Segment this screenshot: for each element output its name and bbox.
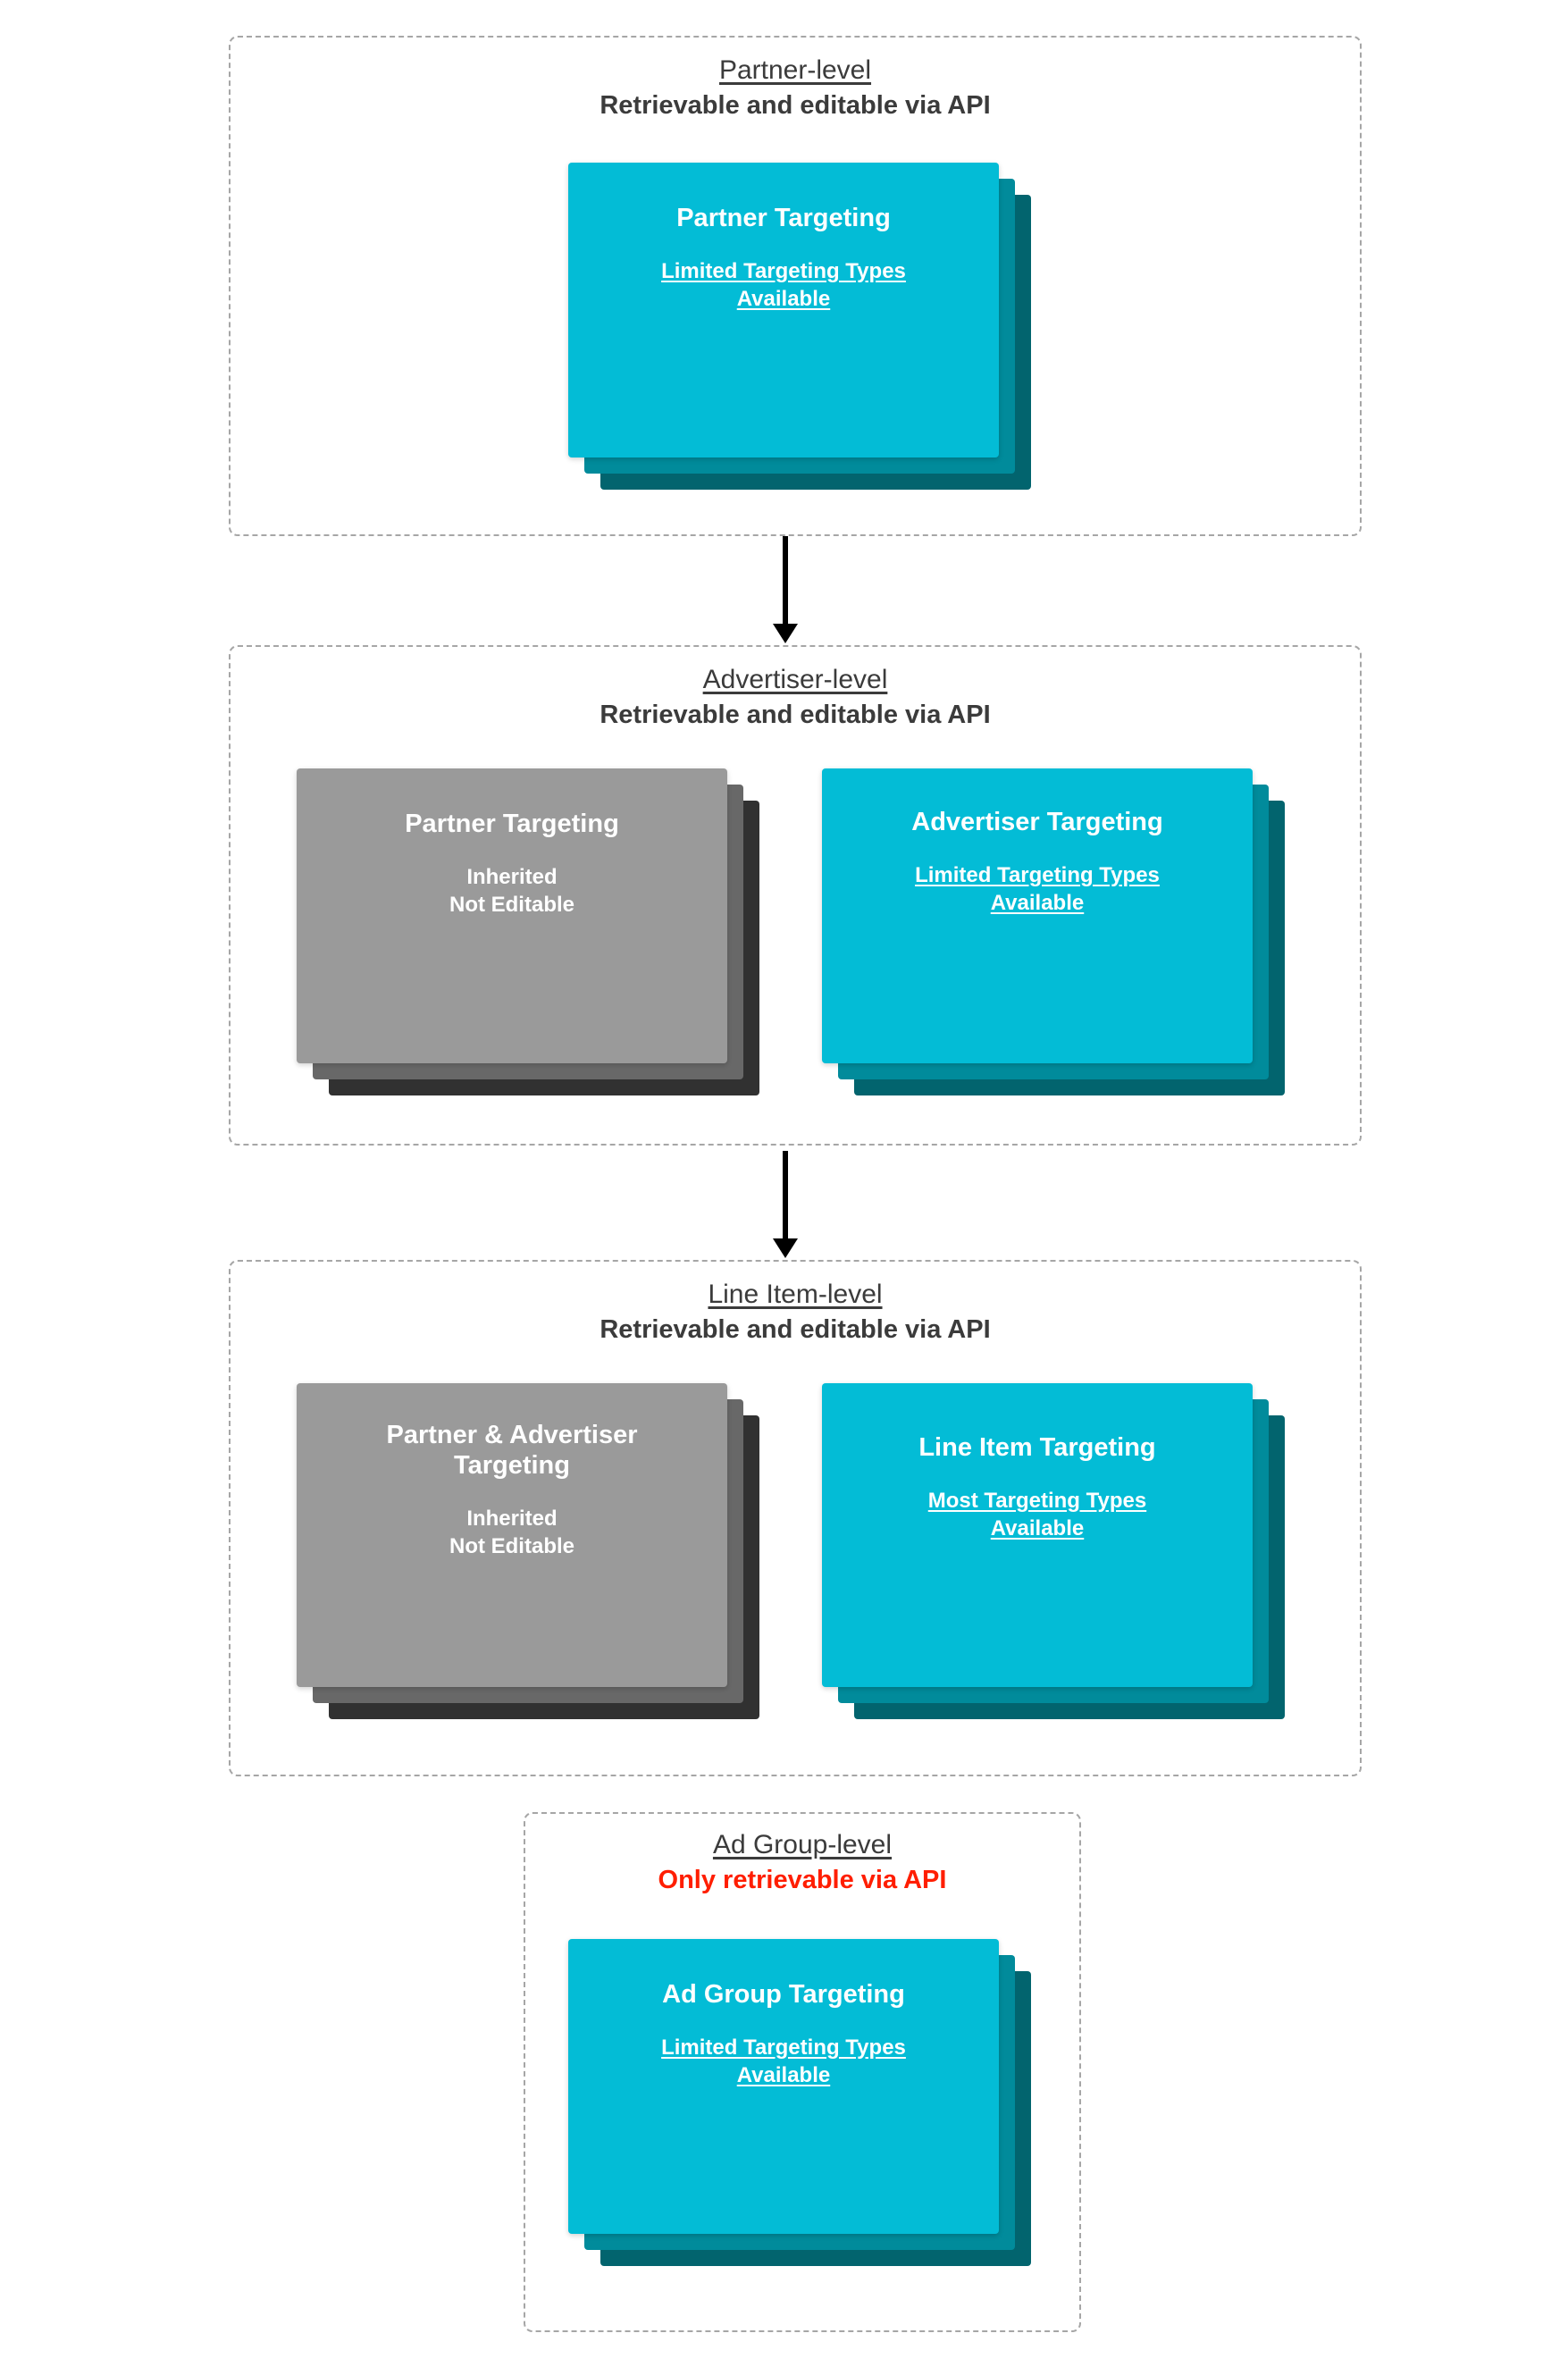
card-title: Ad Group Targeting	[662, 1980, 905, 2009]
level-box-ad-group-level: Ad Group-level Only retrievable via API …	[524, 1812, 1081, 2332]
card-title: Partner & Advertiser Targeting	[386, 1421, 638, 1480]
card-note: Limited Targeting Types Available	[915, 862, 1160, 916]
card-title: Partner Targeting	[405, 810, 619, 838]
card-note: Limited Targeting Types Available	[661, 2035, 906, 2088]
card-title: Partner Targeting	[676, 204, 891, 232]
card-face[interactable]: Line Item Targeting Most Targeting Types…	[822, 1383, 1253, 1687]
card-line-item-targeting[interactable]: Line Item Targeting Most Targeting Types…	[822, 1383, 1285, 1719]
card-ad-group-targeting[interactable]: Ad Group Targeting Limited Targeting Typ…	[568, 1939, 1031, 2266]
card-face[interactable]: Partner & Advertiser Targeting Inherited…	[297, 1383, 727, 1687]
level-title-ad-group-level: Ad Group-level	[712, 1830, 893, 1859]
level-header-line-item-level: Line Item-level Retrievable and editable…	[231, 1280, 1360, 1344]
level-subtitle-partner-level: Retrievable and editable via API	[600, 90, 991, 120]
level-header-advertiser-level: Advertiser-level Retrievable and editabl…	[231, 665, 1360, 729]
connector-advertiser-to-line-item	[773, 1151, 798, 1258]
level-subtitle-ad-group-level: Only retrievable via API	[658, 1865, 947, 1894]
level-subtitle-advertiser-level: Retrievable and editable via API	[600, 700, 991, 729]
card-face[interactable]: Ad Group Targeting Limited Targeting Typ…	[568, 1939, 999, 2234]
level-header-ad-group-level: Ad Group-level Only retrievable via API	[525, 1830, 1079, 1894]
level-header-partner-level: Partner-level Retrievable and editable v…	[231, 55, 1360, 120]
level-box-partner-level: Partner-level Retrievable and editable v…	[229, 36, 1362, 536]
card-note: Inherited Not Editable	[449, 864, 574, 918]
level-box-advertiser-level: Advertiser-level Retrievable and editabl…	[229, 645, 1362, 1146]
card-face[interactable]: Partner Targeting Inherited Not Editable	[297, 768, 727, 1063]
card-title: Advertiser Targeting	[911, 808, 1163, 836]
card-partner-targeting-inherited[interactable]: Partner Targeting Inherited Not Editable	[297, 768, 759, 1095]
level-box-line-item-level: Line Item-level Retrievable and editable…	[229, 1260, 1362, 1776]
level-subtitle-line-item-level: Retrievable and editable via API	[600, 1314, 991, 1344]
card-note: Most Targeting Types Available	[927, 1488, 1147, 1541]
connector-partner-to-advertiser	[773, 536, 798, 643]
connector-shaft	[783, 1151, 788, 1238]
card-note: Inherited Not Editable	[449, 1506, 574, 1559]
card-partner-advertiser-targeting-inherited[interactable]: Partner & Advertiser Targeting Inherited…	[297, 1383, 759, 1719]
connector-arrowhead	[773, 624, 798, 643]
level-title-line-item-level: Line Item-level	[708, 1280, 883, 1309]
card-face[interactable]: Partner Targeting Limited Targeting Type…	[568, 163, 999, 457]
connector-shaft	[783, 536, 788, 624]
connector-arrowhead	[773, 1238, 798, 1258]
card-partner-targeting[interactable]: Partner Targeting Limited Targeting Type…	[568, 163, 1031, 490]
card-title: Line Item Targeting	[918, 1433, 1156, 1462]
card-note: Limited Targeting Types Available	[661, 258, 906, 312]
level-title-advertiser-level: Advertiser-level	[702, 665, 888, 694]
card-face[interactable]: Advertiser Targeting Limited Targeting T…	[822, 768, 1253, 1063]
level-title-partner-level: Partner-level	[718, 55, 872, 85]
card-advertiser-targeting[interactable]: Advertiser Targeting Limited Targeting T…	[822, 768, 1285, 1095]
